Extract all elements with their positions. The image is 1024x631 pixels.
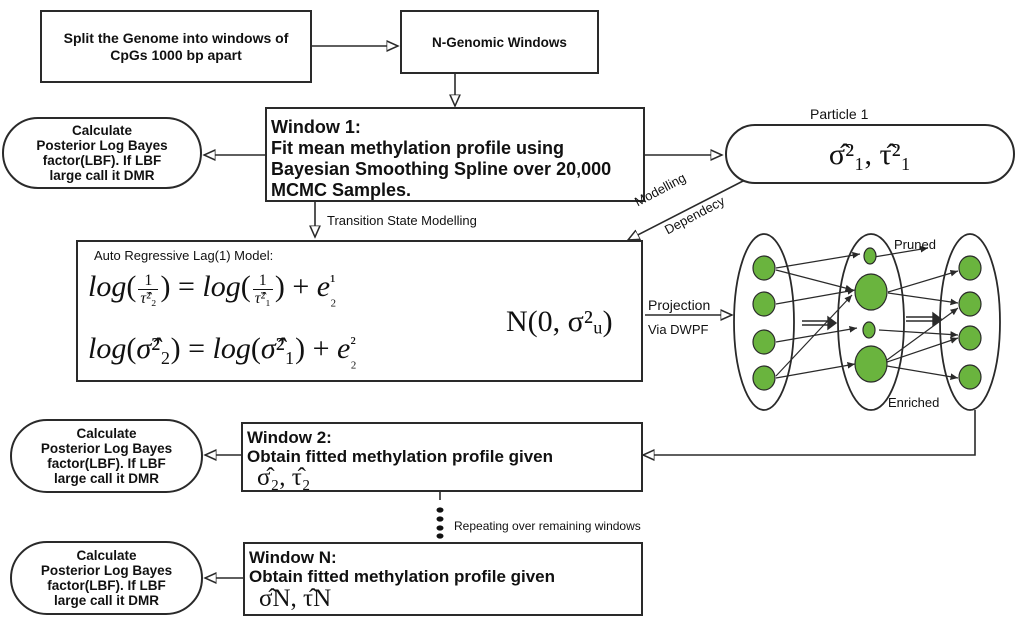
window2-body: Obtain fitted methylation profile given — [247, 447, 554, 466]
particle-node-enriched — [854, 345, 888, 383]
particle-node — [958, 325, 982, 351]
repeating-dots — [436, 507, 444, 539]
lbf2-line1: Calculate — [76, 426, 137, 441]
transition-label: Transition State Modelling — [327, 213, 477, 228]
lbf1-line2: Posterior Log Bayes — [36, 138, 168, 153]
windowN-title: Window N: — [249, 548, 337, 567]
projection-label: Projection — [648, 297, 711, 313]
window2-title: Window 2: — [247, 428, 332, 447]
particle-group-1 — [733, 233, 795, 411]
repeating-label: Repeating over remaining windows — [454, 519, 641, 533]
window2-box: Window 2: Obtain fitted methylation prof… — [241, 422, 643, 492]
particle-node — [958, 291, 982, 317]
lbf2-line3: factor(LBF). If LBF — [47, 456, 166, 471]
lbf1-line3: factor(LBF). If LBF — [42, 153, 162, 168]
windowN-params: σ̂N, τ̂N — [259, 585, 332, 612]
particle-node — [958, 364, 982, 390]
lbf-box-1: Calculate Posterior Log Bayes factor(LBF… — [2, 117, 202, 189]
particle-node — [752, 329, 776, 355]
particle-node — [958, 255, 982, 281]
particle-node — [752, 291, 776, 317]
lbf-box-n: Calculate Posterior Log Bayes factor(LBF… — [10, 541, 203, 615]
split-genome-text: Split the Genome into windows of CpGs 10… — [63, 29, 289, 63]
arrow-network-to-window2 — [643, 410, 976, 455]
arrow-particle-to-ar — [628, 179, 746, 240]
ar-model-title: Auto Regressive Lag(1) Model: — [94, 248, 274, 263]
lbf1-line1: Calculate — [71, 123, 132, 138]
genomic-windows-box: N-Genomic Windows — [400, 10, 599, 74]
genomic-windows-text: N-Genomic Windows — [432, 34, 567, 50]
lbf2-line4: large call it DMR — [53, 471, 159, 486]
particle-box: σ̂²₁, τ̂²₁ — [725, 124, 1015, 184]
windowN-box: Window N: Obtain fitted methylation prof… — [243, 542, 643, 616]
particle-node — [752, 365, 776, 391]
particle-group-3 — [939, 233, 1001, 411]
particle-node-pruned — [863, 247, 877, 265]
enriched-label: Enriched — [888, 395, 940, 410]
particle-label: Particle 1 — [810, 106, 869, 122]
pruned-label: Pruned — [894, 237, 936, 252]
noise-distribution: N(0, σ²ᵤ) — [506, 305, 613, 338]
lbf1-line4: large call it DMR — [49, 168, 155, 183]
lbf2-line2: Posterior Log Bayes — [40, 441, 173, 456]
windowN-body: Obtain fitted methylation profile given — [249, 567, 556, 586]
via-label: Via DWPF — [648, 322, 709, 337]
lbf-box-2: Calculate Posterior Log Bayes factor(LBF… — [10, 419, 203, 493]
lbfN-line3: factor(LBF). If LBF — [47, 578, 166, 593]
particle-content: σ̂²₁, τ̂²₁ — [828, 137, 912, 171]
lbfN-line4: large call it DMR — [53, 593, 159, 608]
split-genome-box: Split the Genome into windows of CpGs 10… — [40, 10, 312, 83]
lbfN-line2: Posterior Log Bayes — [40, 563, 173, 578]
particle-node-pruned — [862, 321, 876, 339]
particle-node-enriched — [854, 273, 888, 311]
window1-body: Fit mean methylation profile using Bayes… — [271, 138, 612, 200]
particle-network — [733, 233, 1001, 411]
window1-box: Window 1: Fit mean methylation profile u… — [265, 107, 645, 202]
window2-params: σ̂₂, τ̂₂ — [257, 464, 311, 491]
lbfN-line1: Calculate — [76, 548, 137, 563]
particle-node — [752, 255, 776, 281]
window1-title: Window 1: — [271, 117, 361, 137]
